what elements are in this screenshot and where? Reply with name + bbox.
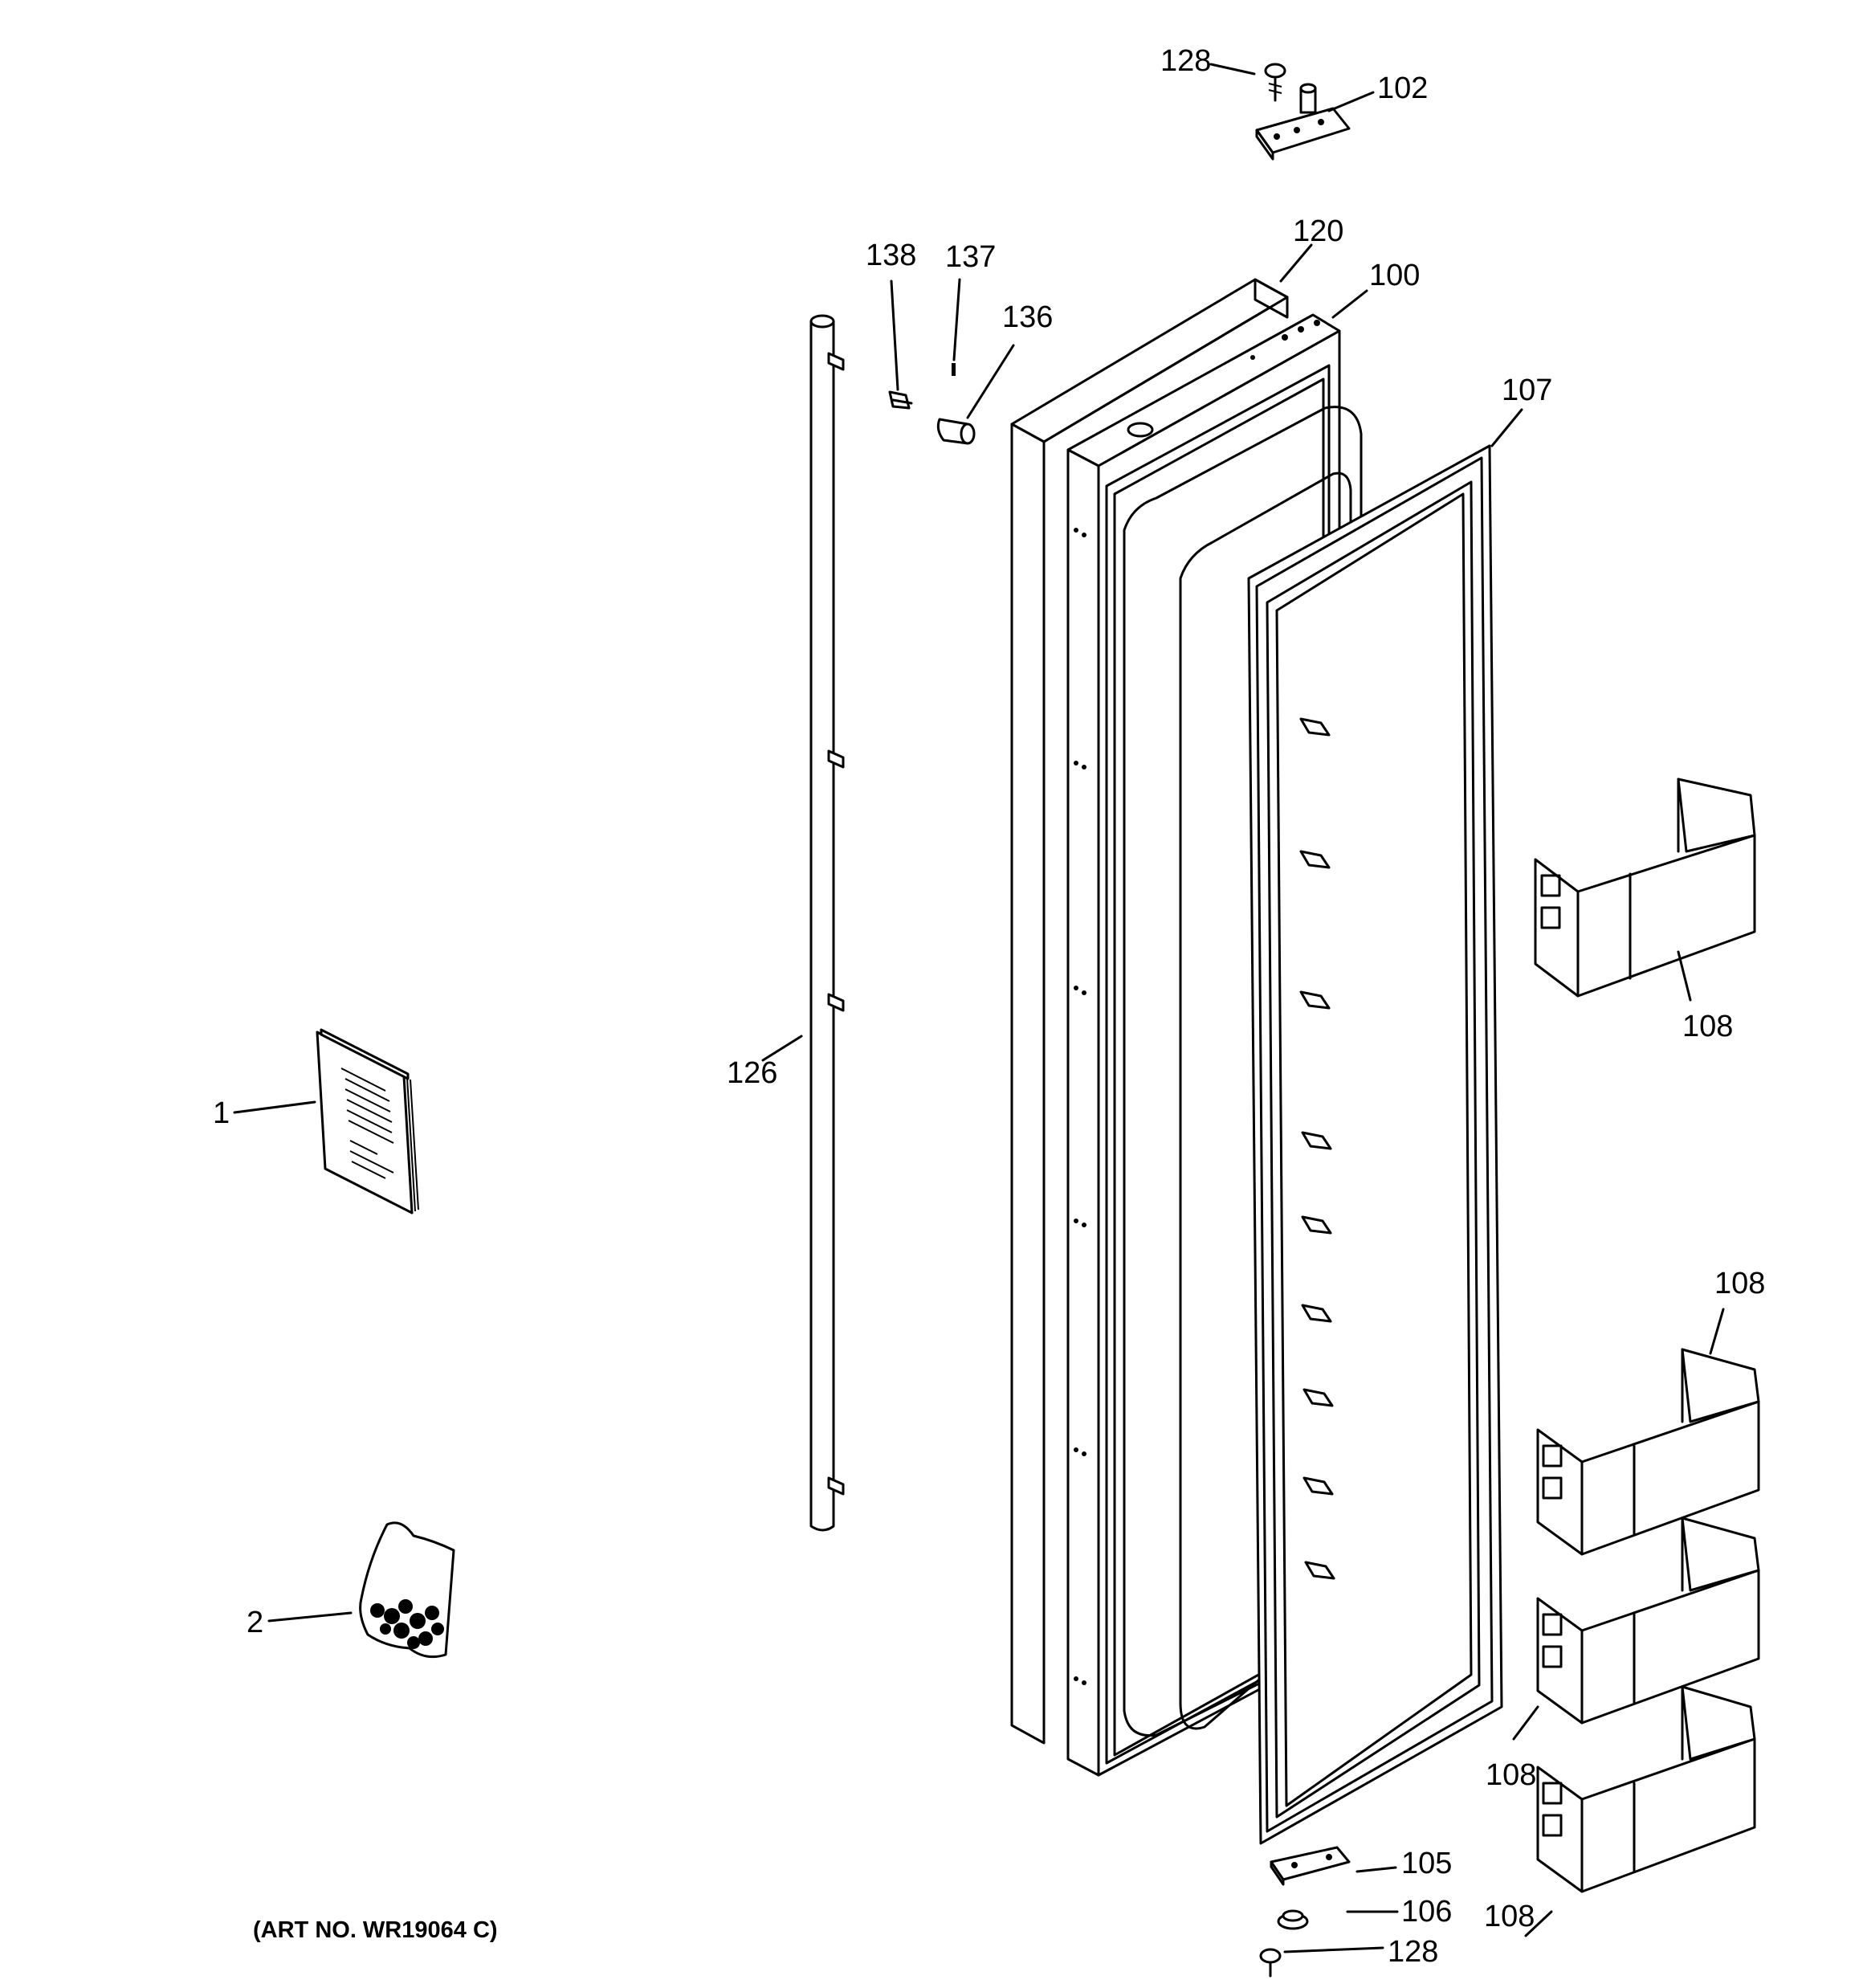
callout-137: 137 (945, 240, 996, 274)
door-bin-icon[interactable] (1534, 778, 1756, 998)
callout-108-a: 108 (1682, 1010, 1733, 1043)
door-bin-icon[interactable] (1536, 1348, 1760, 1556)
door-gasket-icon[interactable] (1247, 444, 1503, 1845)
door-bin-icon[interactable] (1536, 1517, 1760, 1725)
screw-icon[interactable] (1264, 63, 1286, 102)
callout-128-bottom: 128 (1388, 1935, 1438, 1969)
leader-lines (233, 63, 1725, 1953)
callout-2: 2 (247, 1606, 263, 1639)
pin-icon[interactable] (952, 363, 956, 376)
hinge-icon[interactable] (1270, 1846, 1351, 1886)
callout-1: 1 (213, 1096, 230, 1130)
clip-icon[interactable] (936, 418, 976, 445)
callout-136: 136 (1002, 300, 1053, 334)
callout-126: 126 (727, 1056, 777, 1090)
callout-105: 105 (1401, 1847, 1452, 1880)
hinge-icon[interactable] (1255, 83, 1351, 161)
callout-120: 120 (1293, 214, 1343, 248)
callout-138: 138 (866, 239, 916, 272)
handle-rod-icon[interactable] (809, 314, 845, 1532)
spacer-icon[interactable] (1277, 1909, 1309, 1930)
screw-icon[interactable] (888, 390, 913, 410)
callout-108-c: 108 (1486, 1758, 1536, 1792)
manual-icon[interactable] (316, 1028, 419, 1214)
callout-128-top: 128 (1160, 44, 1211, 78)
art-number: (ART NO. WR19064 C) (253, 1917, 498, 1943)
callout-labels: 128 102 138 137 136 120 100 107 108 108 … (213, 44, 1765, 1969)
callout-100: 100 (1369, 259, 1420, 292)
screw-icon[interactable] (1259, 1948, 1282, 1978)
callout-108-d: 108 (1484, 1900, 1535, 1933)
door-panel-icon[interactable] (1010, 278, 1289, 1745)
hardware-bag-icon[interactable] (359, 1521, 455, 1659)
callout-108-b: 108 (1714, 1267, 1765, 1300)
door-bin-icon[interactable] (1536, 1685, 1756, 1893)
callout-102: 102 (1377, 71, 1428, 105)
callout-107: 107 (1502, 374, 1552, 407)
callout-106: 106 (1401, 1895, 1452, 1929)
